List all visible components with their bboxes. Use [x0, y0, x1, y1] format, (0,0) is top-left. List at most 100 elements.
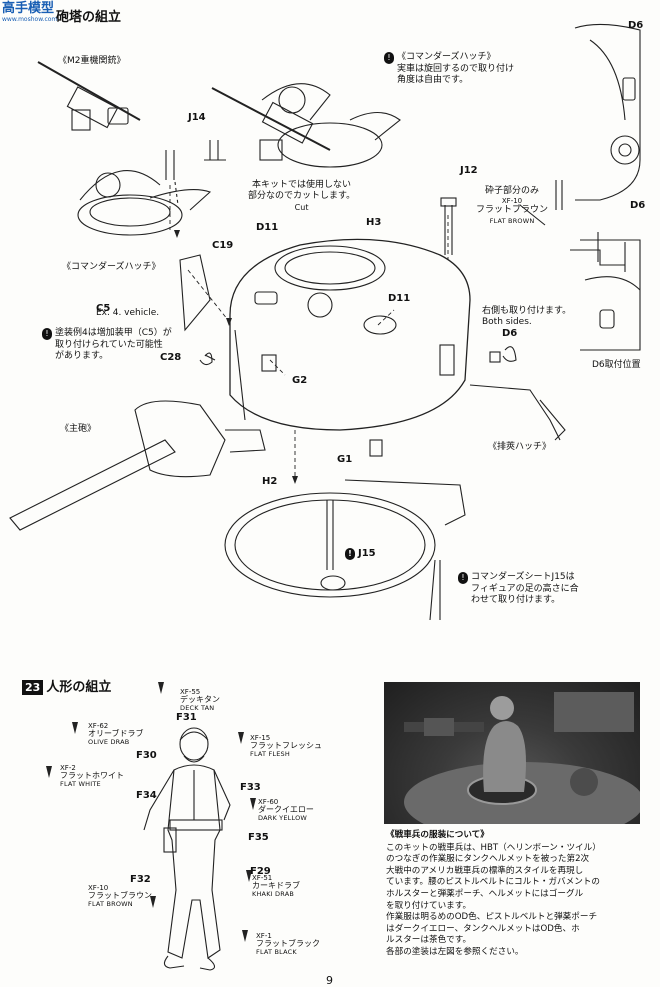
cut-note-line1: 本キットでは使用しない	[252, 180, 352, 190]
part-j14: J14	[188, 112, 206, 123]
hatch-note-line2: 角度は自由です。	[397, 75, 469, 85]
note-icon: !	[345, 548, 355, 560]
c5-note: !塗装例4は増加装甲（C5）が 取り付けられていた可能性 があります。	[42, 328, 172, 362]
page-number: 9	[326, 974, 333, 987]
paint-xf55-code: XF-55	[180, 688, 201, 696]
figure-photo	[384, 682, 644, 842]
step23-number: 23	[22, 680, 44, 695]
j15-note-line3: わせて取り付けます。	[471, 595, 561, 605]
paint-xf2-jp: フラットホワイト	[60, 771, 124, 780]
paint-xf51-jp: カーキドラブ	[252, 881, 300, 890]
uniform-line: を取り付けています。	[386, 900, 472, 911]
part-c28: C28	[160, 352, 182, 363]
part-f31: F31	[176, 712, 197, 723]
uniform-notes: 《戦車兵の服装について》 このキットの戦車兵は、HBT（ヘリンボーン・ツイル） …	[386, 830, 636, 959]
paint-xf60-code: XF-60	[258, 798, 279, 806]
j15-note: !コマンダーズシートJ15は フィギュアの足の高さに合 わせて取り付けます。	[458, 572, 579, 606]
hatch-note-line1: 実車は旋回するので取り付け	[397, 64, 515, 74]
both-sides-note: 右側も取り付けます。 Both sides.	[482, 306, 571, 328]
hatch-label: 《コマンダーズハッチ》	[62, 262, 161, 272]
uniform-line: はダークイエロー、タンクヘルメットはOD色、ホ	[386, 923, 580, 934]
c5-note-line1: 塗装例4は増加装甲（C5）が	[55, 328, 172, 338]
cut-note-line2: 部分なのでカットします。	[248, 191, 356, 201]
note-icon: !	[384, 52, 394, 64]
uniform-line: 各部の塗装は左図を参照ください。	[386, 946, 524, 957]
paint-xf2-en: FLAT WHITE	[60, 780, 101, 788]
turret-assembly-drawing	[9, 23, 641, 621]
m2-label: 《M2重機関銃》	[58, 56, 126, 66]
paint-xf1: XF-1 フラットブラック FLAT BLACK	[256, 932, 320, 956]
part-f35: F35	[248, 832, 269, 843]
uniform-line: ています。腰のピストルベルトにコルト・ガバメントの	[386, 877, 600, 888]
hatch-note-title: 《コマンダーズハッチ》	[397, 52, 496, 62]
part-d6: D6	[502, 328, 518, 339]
j12-note: 砕子部分のみ XF-10 フラットブラウン FLAT BROWN	[476, 186, 548, 227]
paint-xf15: XF-15 フラットフレッシュ FLAT FLESH	[250, 734, 322, 758]
j12-note-text: 砕子部分のみ	[485, 186, 540, 196]
part-f30: F30	[136, 750, 157, 761]
vent-hatch-label: 《排莢ハッチ》	[488, 442, 552, 452]
part-f34: F34	[136, 790, 157, 801]
paint-xf10: XF-10 フラットブラウン FLAT BROWN	[88, 884, 152, 908]
part-j12: J12	[460, 165, 478, 176]
figure-drawing	[143, 727, 231, 971]
paint-brush-icons	[46, 682, 256, 942]
paint-xf55-jp: デッキタン	[180, 695, 220, 704]
d6-position-label: D6取付位置	[592, 360, 641, 370]
part-h3: H3	[366, 217, 382, 228]
paint-xf10-code: XF-10	[88, 884, 109, 892]
both-sides-en: Both sides.	[482, 317, 532, 327]
hatch-note: !《コマンダーズハッチ》 実車は旋回するので取り付け 角度は自由です。	[384, 52, 514, 86]
uniform-line: このキットの戦車兵は、HBT（ヘリンボーン・ツイル）	[386, 842, 601, 853]
note-icon: !	[458, 572, 468, 584]
watermark-logo: 高手模型 www.moshow.com	[2, 2, 64, 28]
paint-xf60-jp: ダークイエロー	[258, 805, 314, 814]
paint-xf62-en: OLIVE DRAB	[88, 738, 130, 746]
paint-xf55: XF-55 デッキタン DECK TAN	[180, 688, 220, 712]
uniform-line: 大戦中のアメリカ戦車兵の標準的スタイルを再現し	[386, 865, 584, 876]
step23-title: 人形の組立	[46, 680, 112, 695]
logo-url: www.moshow.com	[2, 16, 58, 23]
paint-xf15-jp: フラットフレッシュ	[250, 741, 322, 750]
part-f29: F29	[250, 866, 271, 877]
paint-xf15-code: XF-15	[250, 734, 271, 742]
part-j15-label: J15	[358, 548, 376, 559]
part-h2: H2	[262, 476, 278, 487]
step22-title: 砲塔の組立	[56, 10, 122, 25]
c5-note-line3: があります。	[55, 351, 109, 361]
paint-xf1-code: XF-1	[256, 932, 272, 940]
paint-xf2-code: XF-2	[60, 764, 76, 772]
uniform-line: ルスターは茶色です。	[386, 935, 472, 946]
cut-note-en: Cut	[294, 203, 309, 212]
j12-paint-jp: フラットブラウン	[476, 205, 549, 215]
uniform-line: のつなぎの作業服にタンクヘルメットを被った第2次	[386, 854, 590, 865]
part-d11-b: D11	[388, 293, 411, 304]
paint-xf62-jp: オリーブドラブ	[88, 729, 144, 738]
tank-commander-photo-shape	[404, 692, 644, 842]
part-d6-right: D6	[630, 200, 646, 211]
note-icon: !	[42, 328, 52, 340]
part-f32: F32	[130, 874, 151, 885]
paint-xf2: XF-2 フラットホワイト FLAT WHITE	[60, 764, 124, 788]
j12-paint-en: FLAT BROWN	[489, 217, 535, 225]
part-c19: C19	[212, 240, 234, 251]
c5-sub: Ex. 4. vehicle.	[96, 308, 160, 318]
part-g2: G2	[292, 375, 308, 386]
part-g1: G1	[337, 454, 353, 465]
cut-note: 本キットでは使用しない 部分なのでカットします。 Cut	[248, 180, 355, 213]
paint-xf1-en: FLAT BLACK	[256, 948, 297, 956]
uniform-line: ホルスターと弾薬ポーチ、ヘルメットにはゴーグル	[386, 888, 584, 899]
paint-xf60: XF-60 ダークイエロー DARK YELLOW	[258, 798, 314, 822]
c5-note-line2: 取り付けられていた可能性	[55, 340, 163, 350]
part-d6-top: D6	[628, 20, 644, 31]
paint-xf62: XF-62 オリーブドラブ OLIVE DRAB	[88, 722, 144, 746]
logo-title: 高手模型	[2, 1, 55, 16]
uniform-line: 作業服は明るめのOD色、ピストルベルトと弾薬ポーチ	[386, 912, 598, 923]
c5-label: C5	[96, 296, 110, 315]
j15-note-line1: コマンダーズシートJ15は	[471, 572, 575, 582]
j12-paint-code: XF-10	[501, 197, 523, 205]
main-gun-label: 《主砲》	[60, 424, 97, 434]
paint-xf51-en: KHAKI DRAB	[252, 890, 295, 898]
paint-xf55-en: DECK TAN	[180, 704, 215, 712]
